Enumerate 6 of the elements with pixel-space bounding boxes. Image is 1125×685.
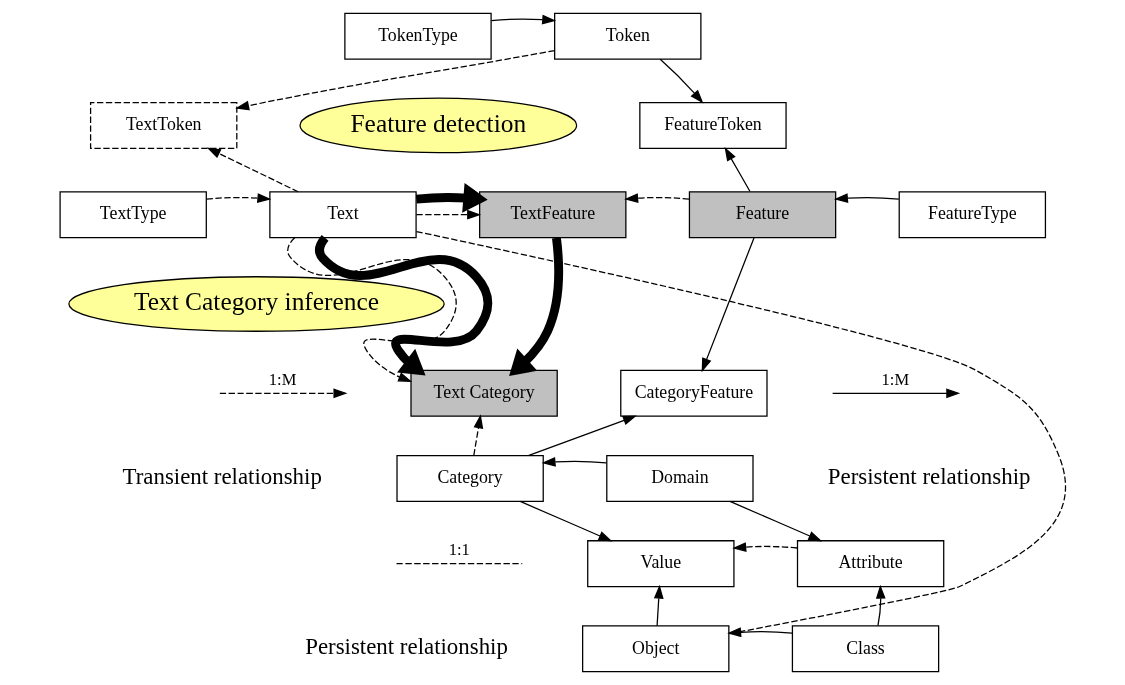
legend-label: Transient relationship: [122, 464, 322, 490]
legend-label: Persistent relationship: [304, 634, 508, 660]
label: 1:1: [448, 540, 470, 560]
label: 1:M: [881, 369, 909, 389]
legend-label: Persistent relationship: [827, 464, 1030, 490]
label: 1:M: [268, 369, 296, 389]
